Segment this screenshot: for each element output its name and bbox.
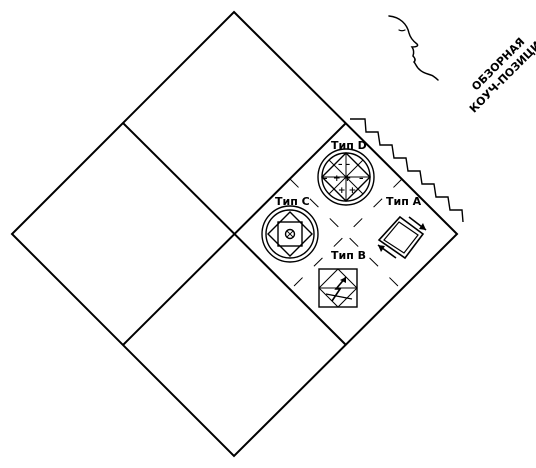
plus-plus-sign-bottom: + + xyxy=(338,186,356,196)
type-a-group: Тип A xyxy=(377,195,427,260)
minus-sign-right: – xyxy=(359,174,364,184)
plus-plus-sign-top: + + xyxy=(333,174,351,184)
minus-minus-sign: – – xyxy=(338,160,351,170)
divider-line-nesw xyxy=(122,122,347,346)
rotating-square-icon xyxy=(377,215,427,260)
outer-diamond-outline xyxy=(10,10,459,458)
face-profile-icon xyxy=(388,15,439,81)
outer-diamond xyxy=(10,10,459,458)
type-a-label: Тип A xyxy=(386,195,422,208)
type-c-group: Тип C xyxy=(261,195,319,263)
plus-minus-circle-icon xyxy=(317,148,375,206)
zigzag-boundary xyxy=(350,118,464,223)
type-d-label: Тип D xyxy=(331,139,367,152)
caption-group: ОБЗОРНАЯ КОУЧ-ПОЗИЦИЯ xyxy=(467,33,536,116)
type-c-label: Тип C xyxy=(275,195,310,208)
cross-arrow-square-icon xyxy=(318,268,358,308)
minus-sign-left: – xyxy=(323,174,328,184)
type-b-label: Тип B xyxy=(331,249,366,262)
target-circle-icon xyxy=(261,205,319,263)
type-b-group: Тип B xyxy=(318,249,366,308)
type-d-group: Тип D – – + + – – + + xyxy=(317,139,375,206)
